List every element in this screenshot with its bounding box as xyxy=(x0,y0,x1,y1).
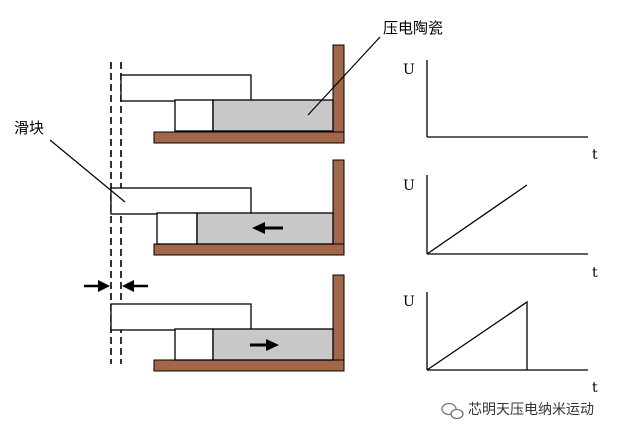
voltage-graph-1: U t xyxy=(403,60,598,163)
bracket-vertical xyxy=(332,159,345,256)
u-axis-label: U xyxy=(403,294,415,310)
voltage-graph-3: U t xyxy=(403,292,598,396)
t-axis-label: t xyxy=(592,380,598,396)
watermark: 芯明天压电纳米运动 xyxy=(441,402,594,420)
ramp-drop-line xyxy=(426,300,528,371)
end-block xyxy=(156,212,198,245)
stage-1-assembly xyxy=(120,44,345,144)
piezo-ceramic xyxy=(212,328,334,361)
bracket-vertical xyxy=(332,274,345,372)
watermark-text: 芯明天压电纳米运动 xyxy=(468,402,594,418)
u-axis-label: U xyxy=(403,62,415,78)
t-axis-label: t xyxy=(592,265,598,281)
t-axis-label: t xyxy=(592,147,598,163)
piezo-callout-line xyxy=(307,36,381,116)
reference-dashed-lines xyxy=(110,62,122,364)
stage-2-assembly xyxy=(110,159,345,256)
end-block xyxy=(174,99,214,132)
wechat-icon xyxy=(441,402,464,420)
slider xyxy=(110,303,252,331)
slider xyxy=(120,74,252,102)
end-block xyxy=(174,328,214,361)
arrow-right-icon xyxy=(250,339,279,351)
arrow-right-icon xyxy=(84,280,110,292)
stage-3-assembly xyxy=(110,274,345,372)
u-axis-label: U xyxy=(403,178,415,194)
bracket-base xyxy=(153,243,345,256)
slider-label: 滑块 xyxy=(14,119,44,137)
slider-callout-line xyxy=(49,139,126,203)
gap-indicator xyxy=(84,280,148,292)
bracket-base xyxy=(153,131,345,144)
bracket-base xyxy=(153,359,345,372)
slider xyxy=(110,187,252,215)
arrow-left-icon xyxy=(122,280,148,292)
ramp-line xyxy=(426,184,528,255)
voltage-graph-2: U t xyxy=(403,175,598,281)
bracket-vertical xyxy=(332,44,345,144)
piezo-ceramic-label: 压电陶瓷 xyxy=(383,19,443,37)
piezo-ceramic xyxy=(212,99,334,132)
arrow-left-icon xyxy=(252,222,283,234)
